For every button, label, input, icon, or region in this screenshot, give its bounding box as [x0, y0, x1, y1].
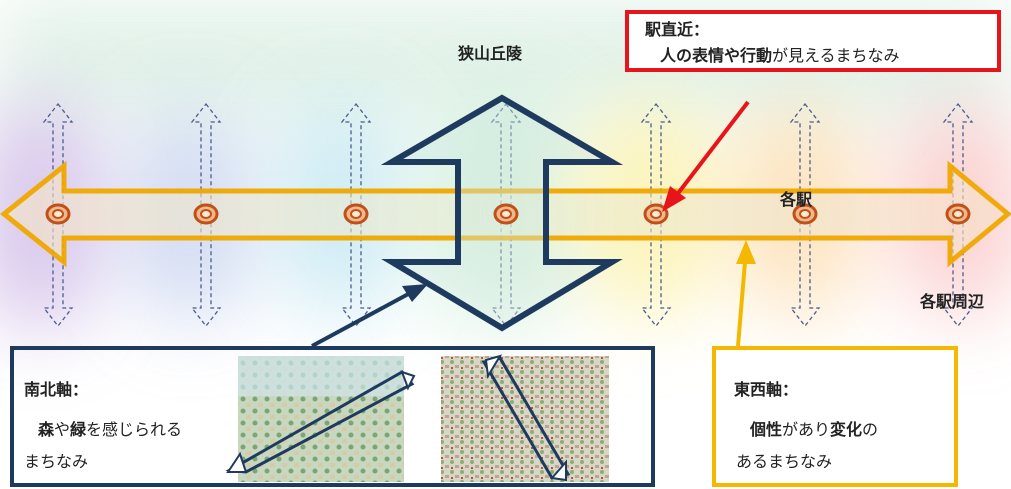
station-markers: [45, 203, 971, 225]
north-south-box: [10, 346, 655, 487]
dashed-vertical-arrow-6: [789, 102, 821, 328]
station-ring-icon: [792, 203, 818, 225]
station-callout-box: [625, 10, 1001, 72]
callout-line2: 人の表情や行動が見えるまちなみ: [660, 42, 900, 66]
ns-rest: を感じられる: [86, 420, 183, 439]
ew-no: の: [862, 420, 879, 439]
each-station-label: 各駅: [780, 190, 813, 209]
hill-title: 狭山丘陵: [458, 44, 523, 63]
dashed-vertical-arrow-5: [640, 102, 672, 328]
station-ring-icon: [643, 203, 669, 225]
north-south-line3: まちなみ: [24, 452, 89, 471]
callout-line2-bold: 人の表情や行動: [660, 46, 773, 65]
ns-midori: 緑: [70, 420, 87, 439]
station-ring-icon: [343, 203, 369, 225]
ns-mori: 森: [38, 420, 55, 439]
station-ring-icon: [945, 203, 971, 225]
callout-line2-rest: が見えるまちなみ: [772, 46, 900, 65]
callout-line1: 駅直近：: [645, 20, 710, 39]
east-west-line2: 個性があり変化の: [750, 416, 878, 440]
dashed-vertical-arrow-1: [42, 102, 74, 328]
townscape-illustration-right: [441, 354, 609, 482]
ew-henka: 変化: [830, 420, 863, 439]
station-ring-icon: [45, 203, 71, 225]
townscape-illustration-left: [225, 356, 416, 482]
station-ring-icon: [193, 203, 219, 225]
station-ring-icon: [493, 203, 519, 225]
yellow-pointer-arrow: [736, 240, 756, 347]
station-surroundings-label: 各駅周辺: [920, 292, 985, 311]
ew-kosei: 個性: [750, 420, 783, 439]
north-south-line2: 森や緑を感じられる: [38, 416, 182, 440]
dashed-vertical-arrow-2: [190, 102, 222, 328]
ns-ya: や: [54, 420, 71, 439]
east-west-box: [712, 346, 958, 487]
ew-ari: があり: [782, 420, 831, 439]
north-south-heading: 南北軸：: [24, 380, 89, 399]
dashed-vertical-arrow-3: [340, 102, 372, 328]
east-west-heading: 東西軸：: [734, 380, 799, 399]
east-west-line3: あるまちなみ: [736, 452, 833, 471]
dashed-vertical-arrow-7: [942, 102, 974, 328]
navy-pointer-arrow: [311, 284, 428, 348]
red-callout-arrow: [662, 100, 750, 212]
